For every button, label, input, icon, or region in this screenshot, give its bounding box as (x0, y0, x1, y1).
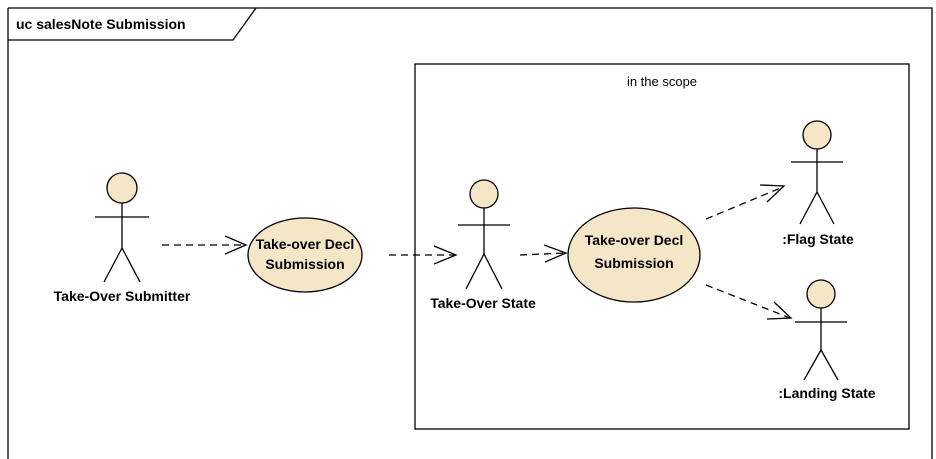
use-case-label-line1: Take-over Decl (256, 236, 355, 252)
frame-title-tab (8, 7, 257, 41)
diagram-frame: uc salesNote Submission (7, 7, 933, 459)
actor-take-over-submitter: Take-Over Submitter (54, 172, 191, 304)
connector-takeover-state-to-uc2 (519, 244, 568, 263)
use-case-takeover-decl-submission-1: Take-over Decl Submission (247, 217, 363, 293)
scope-label: in the scope (627, 74, 697, 89)
frame-title: uc salesNote Submission (16, 16, 186, 32)
actor-label: :Flag State (782, 231, 854, 247)
actor-label: Take-Over Submitter (54, 288, 191, 304)
use-case-label-line2: Submission (594, 255, 673, 271)
use-case-takeover-decl-submission-2: Take-over Decl Submission (567, 207, 701, 303)
connector-uc2-to-flag-state (705, 184, 786, 220)
actor-label: Take-Over State (430, 295, 536, 311)
connector-submitter-to-uc1 (162, 235, 248, 255)
use-case-label-line1: Take-over Decl (585, 232, 684, 248)
connector-uc2-to-landing-state (705, 284, 793, 320)
connector-uc1-to-takeover-state (389, 245, 458, 265)
actor-take-over-state: Take-Over State (430, 179, 536, 311)
actor-landing-state: :Landing State (778, 279, 876, 401)
scope-boundary: in the scope (414, 63, 910, 430)
use-case-label-line2: Submission (265, 256, 344, 272)
actor-label: :Landing State (778, 385, 875, 401)
actor-flag-state: :Flag State (782, 120, 854, 247)
